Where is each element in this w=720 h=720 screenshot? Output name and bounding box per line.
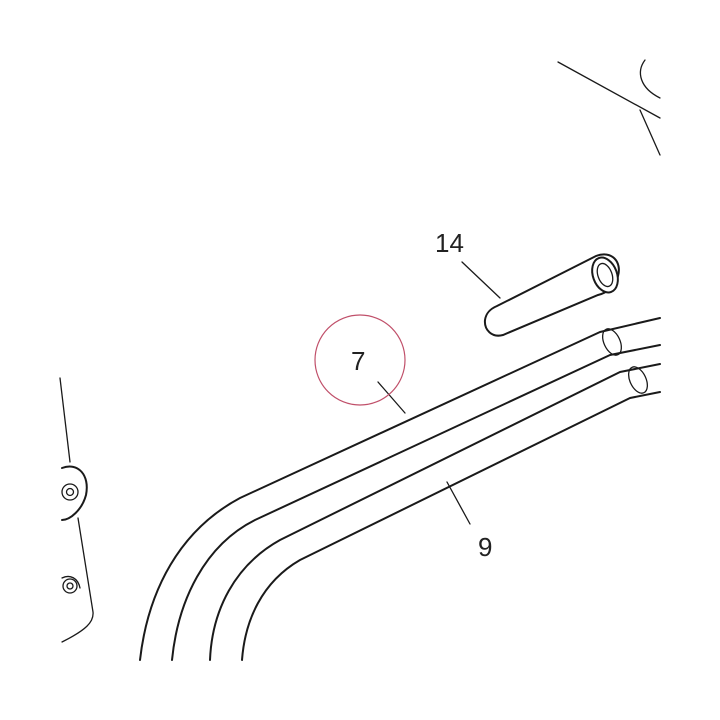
callout-7-highlight-circle: [314, 314, 406, 406]
part-14-short-tube: [483, 253, 620, 337]
leader-line-9: [446, 481, 471, 525]
leader-line-14: [461, 261, 501, 299]
callout-label-7: 7: [351, 346, 365, 376]
top-right-part-fragment: [557, 59, 661, 156]
part-9-long-tube: [209, 363, 661, 661]
callout-label-9: 9: [478, 532, 492, 562]
part-7-long-tube: [139, 317, 661, 661]
leader-lines: [377, 261, 501, 525]
left-bracket-fragment: [59, 377, 94, 643]
callout-label-14: 14: [435, 228, 464, 258]
leader-line-7: [377, 381, 406, 414]
